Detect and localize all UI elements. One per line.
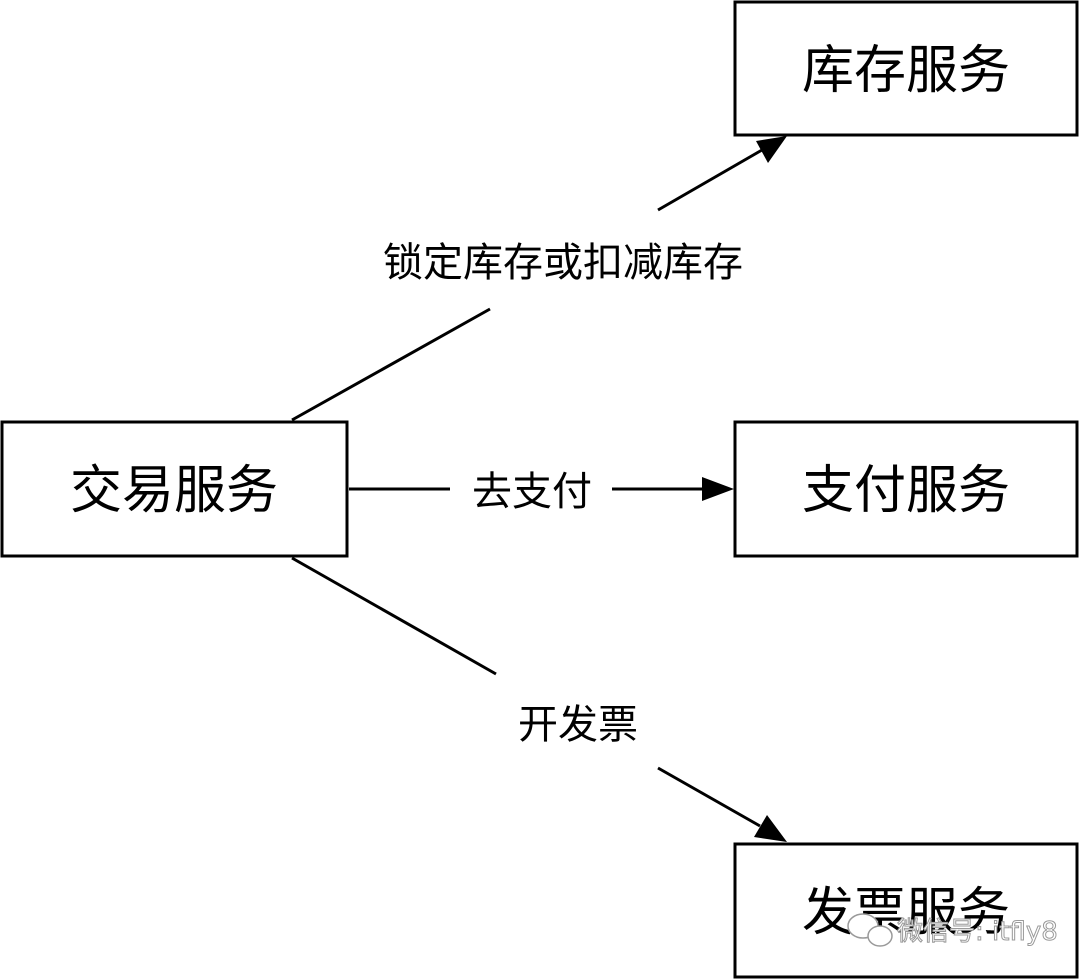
node-invoice-label: 发票服务 [802,883,1010,943]
node-payment-label: 支付服务 [802,461,1010,521]
edge-label-invoice: 开发票 [518,702,638,748]
edge-label-payment: 去支付 [472,469,592,515]
node-inventory-service: 库存服务 [733,0,1079,137]
arrow-head-payment [702,477,734,501]
arrow-head-invoice [754,815,787,842]
edge-trade-to-invoice: 开发票 [291,556,787,842]
node-trade-label: 交易服务 [70,461,278,521]
wechat-icon [847,913,893,947]
edge-label-inventory: 锁定库存或扣减库存 [383,240,743,286]
watermark: 微信号: itfly8 [847,913,1058,948]
watermark-text: 微信号: itfly8 [897,917,1058,947]
node-trade-service: 交易服务 [0,420,349,558]
edge-trade-to-inventory: 锁定库存或扣减库存 [291,136,787,422]
node-payment-service: 支付服务 [733,420,1079,558]
edge-trade-to-payment: 去支付 [349,469,734,515]
node-invoice-service: 发票服务 [733,842,1079,979]
node-inventory-label: 库存服务 [802,41,1010,101]
arrow-head-inventory [756,136,787,163]
